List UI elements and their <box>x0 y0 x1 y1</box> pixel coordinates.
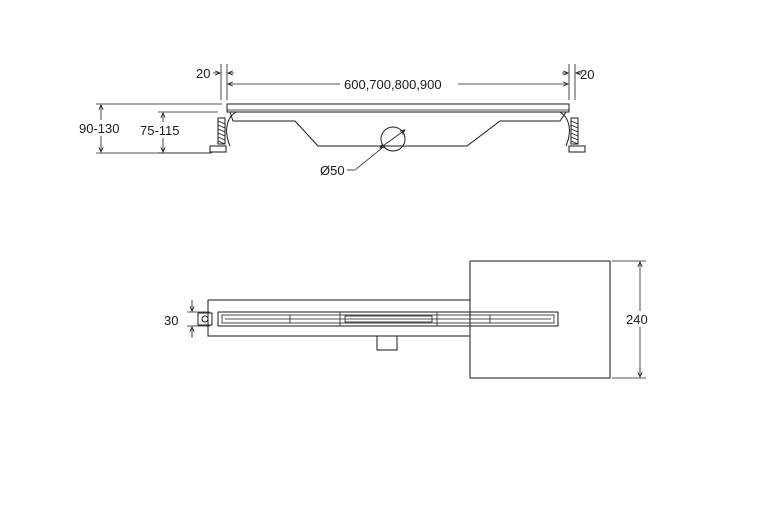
dim-leg-height-label: 75-115 <box>140 123 180 138</box>
grate <box>217 311 559 327</box>
dim-total-height-label: 90-130 <box>79 121 119 136</box>
channel-grate <box>226 103 570 113</box>
channel-outline <box>207 299 471 337</box>
left-leg <box>209 111 237 153</box>
outlet-stub <box>376 335 398 351</box>
channel-body <box>229 111 567 147</box>
dim-outlet-diameter-label: Ø50 <box>320 163 345 178</box>
dim-length-label: 600,700,800,900 <box>344 77 442 92</box>
right-leg <box>559 111 586 153</box>
outlet-diameter-callout: Ø50 <box>320 130 405 178</box>
wall-height-dimension: 240 <box>612 260 652 379</box>
left-gap-dimension: 20 <box>196 66 234 81</box>
mounting-tab <box>197 312 213 326</box>
mounting-hole <box>201 315 209 323</box>
dim-wall-height-label: 240 <box>626 312 648 327</box>
top-view: 30 240 <box>164 260 652 379</box>
dim-right-gap-label: 20 <box>580 67 594 82</box>
wall-block <box>469 260 611 379</box>
dim-left-gap-label: 20 <box>196 66 210 81</box>
length-dimension: 600,700,800,900 <box>220 64 576 100</box>
dim-width-label: 30 <box>164 313 178 328</box>
side-view: 600,700,800,900 20 20 90-130 <box>78 64 594 178</box>
leg-height-dimension: 75-115 <box>139 111 218 154</box>
width-dimension: 30 <box>164 300 210 338</box>
total-height-dimension: 90-130 <box>78 103 222 154</box>
right-gap-dimension: 20 <box>562 67 594 82</box>
